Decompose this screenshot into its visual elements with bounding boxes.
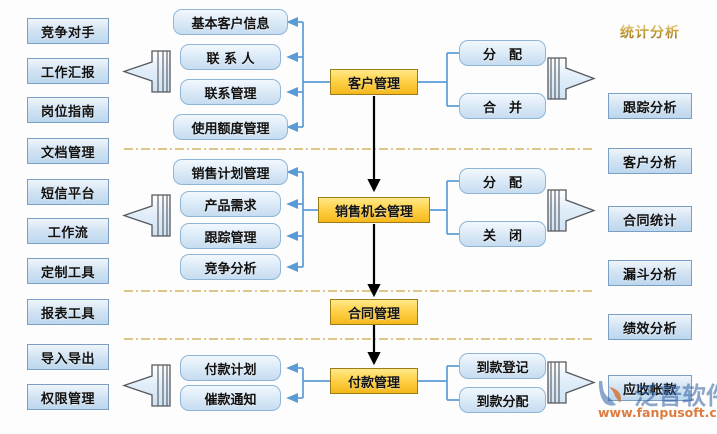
left-item-3[interactable]: 文档管理: [27, 138, 109, 164]
watermark-url: www.fanpusoft.com: [598, 405, 717, 420]
right-item-1[interactable]: 客户分析: [608, 148, 692, 174]
right-item-2[interactable]: 合同统计: [608, 206, 692, 232]
sec4-child-1[interactable]: 催款通知: [180, 385, 281, 411]
left-item-8[interactable]: 导入导出: [27, 344, 109, 370]
left-item-7[interactable]: 报表工具: [27, 299, 109, 325]
right-item-5[interactable]: 应收帐款: [608, 375, 692, 401]
core-module-contract[interactable]: 合同管理: [330, 299, 418, 325]
sec1-child-0[interactable]: 基本客户信息: [173, 9, 288, 35]
sec1-right-0[interactable]: 分 配: [459, 40, 546, 66]
core-module-payment[interactable]: 付款管理: [330, 368, 418, 394]
left-item-1[interactable]: 工作汇报: [27, 58, 109, 84]
right-item-3[interactable]: 漏斗分析: [608, 260, 692, 286]
sec1-child-2[interactable]: 联系管理: [180, 79, 281, 105]
left-item-2[interactable]: 岗位指南: [27, 97, 109, 123]
sec1-right-1[interactable]: 合 并: [459, 93, 546, 119]
left-item-5[interactable]: 工作流: [27, 218, 109, 244]
sec1-child-1[interactable]: 联 系 人: [180, 44, 281, 70]
left-item-0[interactable]: 竞争对手: [27, 18, 109, 44]
left-item-6[interactable]: 定制工具: [27, 258, 109, 284]
sec2-child-3[interactable]: 竞争分析: [180, 254, 281, 280]
right-item-4[interactable]: 绩效分析: [608, 314, 692, 340]
sec4-child-0[interactable]: 付款计划: [180, 355, 281, 381]
sec2-child-1[interactable]: 产品需求: [180, 191, 281, 217]
sec4-right-1[interactable]: 到款分配: [459, 387, 546, 413]
sec1-child-3[interactable]: 使用额度管理: [173, 114, 288, 140]
right-item-0[interactable]: 跟踪分析: [608, 93, 692, 119]
core-module-customer[interactable]: 客户管理: [330, 69, 418, 95]
analytics-panel-title: 统计分析: [604, 22, 696, 42]
sec2-child-2[interactable]: 跟踪管理: [180, 223, 281, 249]
sec2-right-1[interactable]: 关 闭: [459, 221, 546, 247]
sec2-child-0[interactable]: 销售计划管理: [173, 159, 288, 185]
core-module-sales-opportunity[interactable]: 销售机会管理: [318, 197, 430, 223]
left-item-9[interactable]: 权限管理: [27, 384, 109, 410]
left-item-4[interactable]: 短信平台: [27, 179, 109, 205]
sec4-right-0[interactable]: 到款登记: [459, 353, 546, 379]
right-analytics-panel: [0, 422, 104, 434]
sec2-right-0[interactable]: 分 配: [459, 168, 546, 194]
